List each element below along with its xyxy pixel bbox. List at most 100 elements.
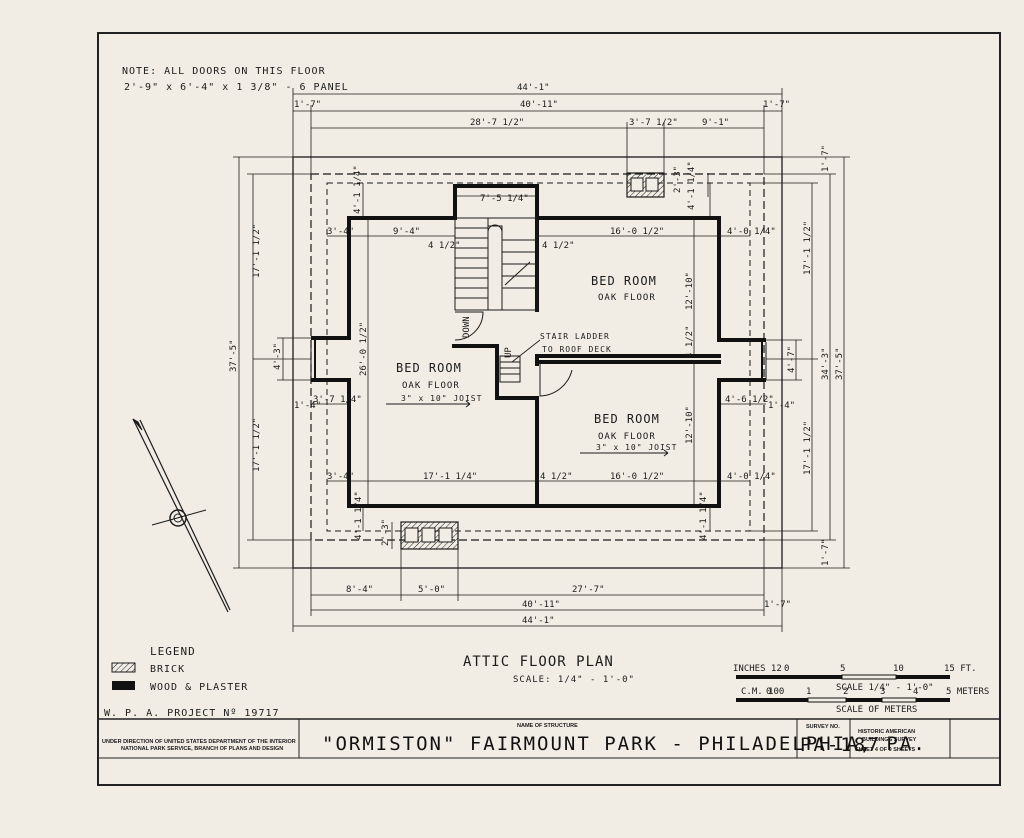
sheet-number: SHEET 4 OF 9 SHEETS bbox=[855, 747, 916, 753]
scale-m-tick-1: 1 bbox=[806, 687, 811, 697]
legend-brick-label: BRICK bbox=[150, 664, 185, 675]
dim-b-40: 40'-11" bbox=[522, 600, 560, 610]
dim-mid-4-half: 4 1/2" bbox=[685, 325, 695, 358]
joist-arrow-bottom bbox=[580, 449, 669, 457]
roof-edge-outline bbox=[292, 156, 783, 569]
bed-room-top-floor: OAK FLOOR bbox=[598, 293, 656, 303]
dim-r-37: 37'-5" bbox=[835, 347, 845, 380]
dim-chimney-offset: 4'-1 1/4" bbox=[687, 161, 697, 210]
scale-inches-label: INCHES 12 bbox=[733, 664, 782, 674]
bed-room-top-name: BED ROOM bbox=[591, 274, 657, 288]
joist-arrow-left bbox=[386, 400, 471, 408]
dim-top-1-7-right: 1'-7" bbox=[763, 100, 790, 110]
direction-line-1: UNDER DIRECTION OF UNITED STATES DEPARTM… bbox=[102, 739, 296, 745]
scale-m-tick-2: 2 bbox=[843, 687, 848, 697]
sheet-border bbox=[97, 32, 1001, 786]
dim-r2-12-10: 12'-10" bbox=[685, 272, 695, 310]
dim-r-1-7-top: 1'-7" bbox=[821, 145, 831, 172]
scale-in-tick-5: 5 bbox=[840, 664, 845, 674]
dim-r-17-top: 17'-1 1/2" bbox=[803, 221, 813, 275]
dim-chimney-depth: 2'-3" bbox=[673, 166, 683, 193]
walls bbox=[347, 184, 721, 508]
chimney-top bbox=[626, 172, 665, 198]
dim-top-40: 40'-11" bbox=[520, 100, 558, 110]
scale-in-tick-15: 15 FT. bbox=[944, 664, 977, 674]
structure-name: "ORMISTON" FAIRMOUNT PARK - PHILADELPHIA… bbox=[322, 733, 927, 755]
door-swings bbox=[454, 311, 573, 397]
inner-dashed-outline bbox=[326, 182, 751, 532]
dim-b-27-7: 27'-7" bbox=[572, 585, 605, 595]
dim-bot-left-offset: 4'-1 1/4" bbox=[354, 491, 364, 540]
staircase bbox=[454, 217, 538, 311]
direction-line-2: NATIONAL PARK SERVICE, BRANCH OF PLANS A… bbox=[121, 746, 283, 752]
dim-top-3-7: 3'-7 1/2" bbox=[629, 118, 678, 128]
dim-left-3-7: 3'-7 1/4" bbox=[313, 395, 362, 405]
survey-number-label: SURVEY NO. bbox=[806, 724, 840, 730]
chimney-bottom bbox=[400, 521, 459, 550]
dim-bot-3-4: 3'-4" bbox=[327, 472, 354, 482]
bed-room-left-joist: 3" x 10" JOIST bbox=[401, 394, 482, 403]
dim-l-37: 37'-5" bbox=[229, 339, 239, 372]
dim-left-top-offset: 4'-1 1/4" bbox=[353, 165, 363, 214]
scale-note: SCALE 1/4" - 1'-0" bbox=[836, 683, 934, 693]
dim-top-28: 28'-7 1/2" bbox=[470, 118, 524, 128]
dim-right-4-7: 4'-7" bbox=[787, 346, 797, 373]
wpa-project-number: W. P. A. PROJECT Nº 19717 bbox=[104, 708, 280, 719]
scale-in-tick-10: 10 bbox=[893, 664, 904, 674]
scale-in-tick-0: 0 bbox=[784, 664, 789, 674]
dim-bot-chimney: 2'-3" bbox=[381, 519, 391, 546]
scale-m-tick-4: 4 bbox=[913, 687, 918, 697]
legend-wood-label: WOOD & PLASTER bbox=[150, 682, 248, 693]
dim-b-8-4: 8'-4" bbox=[346, 585, 373, 595]
dim-bot-16: 16'-0 1/2" bbox=[610, 472, 664, 482]
dim-r1-3-4: 3'-4" bbox=[327, 227, 354, 237]
plan-title: ATTIC FLOOR PLAN bbox=[463, 654, 614, 670]
dim-r2-4-0: 4'-0 1/4" bbox=[727, 227, 776, 237]
dim-l-17-top: 17'-1 1/2" bbox=[252, 224, 262, 278]
dim-r1-26: 26'-0 1/2" bbox=[359, 322, 369, 376]
stair-down-label: DOWN bbox=[462, 316, 472, 338]
bed-room-bottom-joist: 3" x 10" JOIST bbox=[596, 443, 677, 452]
meters-scale-note: SCALE OF METERS bbox=[836, 705, 917, 715]
habs-line-1: HISTORIC AMERICAN bbox=[858, 729, 915, 735]
bed-room-bottom-floor: OAK FLOOR bbox=[598, 432, 656, 442]
dim-r-34: 34'-3" bbox=[821, 347, 831, 380]
legend-brick-swatch bbox=[111, 662, 136, 673]
door-note-line2: 2'-9" x 6'-4" x 1 3/8" - 6 PANEL bbox=[124, 82, 349, 93]
dim-b-44: 44'-1" bbox=[522, 616, 555, 626]
dim-bot-right-offset: 4'-1 1/4" bbox=[699, 491, 709, 540]
scale-m-tick-5: 5 METERS bbox=[946, 687, 989, 697]
dim-bot-4-half: 4 1/2" bbox=[540, 472, 573, 482]
dim-bot-4-0: 4'-0 1/4" bbox=[727, 472, 776, 482]
survey-number: PA-187 bbox=[800, 734, 881, 756]
dim-left-4-3: 4'-3" bbox=[273, 343, 283, 370]
dim-r2-16: 16'-0 1/2" bbox=[610, 227, 664, 237]
north-arrow-icon bbox=[132, 418, 231, 613]
scale-m-tick-3: 3 bbox=[880, 687, 885, 697]
dim-top-overall: 44'-1" bbox=[517, 83, 550, 93]
dim-b-5-0: 5'-0" bbox=[418, 585, 445, 595]
dim-right-4-6: 4'-6 1/2" bbox=[725, 395, 774, 405]
dimension-lines bbox=[233, 88, 850, 632]
dim-left-1-4: 1'-4" bbox=[294, 401, 321, 411]
dim-stair-width: 7'-5 1/4" bbox=[480, 194, 529, 204]
dim-top-9-1: 9'-1" bbox=[702, 118, 729, 128]
dim-r3-12-10: 12'-10" bbox=[685, 406, 695, 444]
dim-r2-4-half: 4 1/2" bbox=[542, 241, 575, 251]
bed-room-left-floor: OAK FLOOR bbox=[402, 381, 460, 391]
feet-scale-bar bbox=[736, 674, 950, 680]
dim-r-1-7-bot: 1'-7" bbox=[821, 539, 831, 566]
legend-title: LEGEND bbox=[150, 645, 196, 658]
scale-cm-label: C.M. 100 bbox=[741, 687, 784, 697]
legend-wood-swatch bbox=[112, 681, 135, 690]
dim-r-17-bot: 17'-1 1/2" bbox=[803, 421, 813, 475]
left-dormer bbox=[310, 336, 349, 382]
stair-note-line1: STAIR LADDER bbox=[540, 332, 610, 341]
dim-r1-4-half: 4 1/2" bbox=[428, 241, 461, 251]
habs-line-2: BUILDINGS SURVEY bbox=[862, 737, 917, 743]
dim-right-1-4: 1'-4" bbox=[768, 401, 795, 411]
right-dormer bbox=[719, 338, 767, 382]
dim-r1-9-4: 9'-4" bbox=[393, 227, 420, 237]
door-note-line1: NOTE: ALL DOORS ON THIS FLOOR bbox=[122, 66, 326, 77]
